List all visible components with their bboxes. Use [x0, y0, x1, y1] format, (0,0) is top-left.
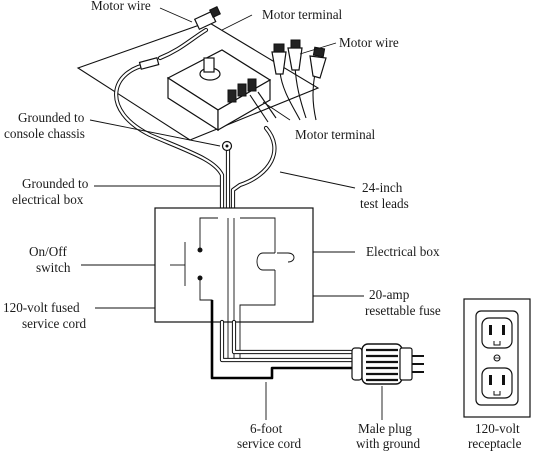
labels: Motor wire Motor terminal Motor wire Gro… [3, 0, 522, 451]
label-motor-wire-right: Motor wire [339, 35, 399, 50]
label-switch-2: switch [36, 260, 71, 275]
label-grounded-box-1: Grounded to [22, 176, 89, 191]
label-plug-1: Male plug [358, 421, 412, 436]
label-service-cord-1: 6-foot [250, 421, 283, 436]
label-electrical-box: Electrical box [366, 244, 440, 259]
label-grounded-box-2: electrical box [12, 192, 84, 207]
label-receptacle-2: receptacle [468, 436, 522, 451]
motor-wire-nuts [271, 39, 327, 121]
console-ground-screw [221, 140, 233, 152]
label-grounded-console-1: Grounded to [18, 110, 85, 125]
label-motor-wire-top: Motor wire [91, 0, 151, 13]
label-fuse-2: resettable fuse [365, 303, 441, 318]
motor-wire-top [138, 6, 221, 70]
motor-box [166, 49, 277, 132]
label-grounded-console-2: console chassis [4, 126, 85, 141]
label-fused-cord-2: service cord [22, 316, 86, 331]
leader-lines [81, 7, 383, 420]
label-motor-terminal-top: Motor terminal [262, 7, 343, 22]
label-service-cord-2: service cord [237, 436, 301, 451]
label-motor-terminal-mid: Motor terminal [295, 127, 376, 142]
label-switch-1: On/Off [29, 244, 67, 259]
male-plug [351, 343, 424, 385]
test-leads [114, 61, 277, 221]
label-fused-cord-1: 120-volt fused [3, 300, 80, 315]
service-cord [210, 300, 358, 380]
label-test-leads-1: 24-inch [362, 180, 403, 195]
label-fuse-1: 20-amp [369, 287, 410, 302]
box-internal-wiring [170, 217, 295, 378]
receptacle [463, 298, 531, 418]
label-receptacle-1: 120-volt [475, 421, 520, 436]
label-test-leads-2: test leads [360, 196, 409, 211]
label-plug-2: with ground [356, 436, 421, 451]
